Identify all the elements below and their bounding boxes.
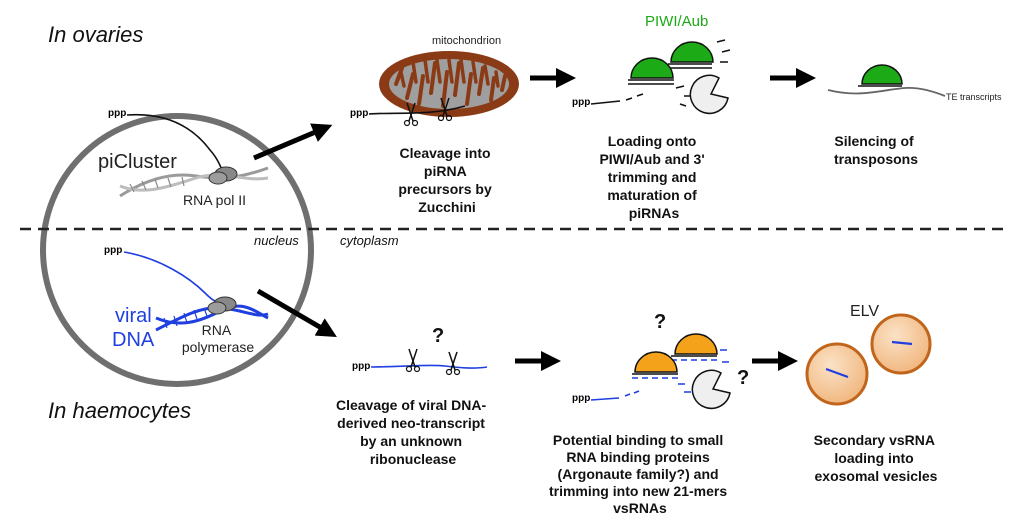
caption-line: Potential binding to small [553,432,723,448]
ppp-label-loading: ppp [572,97,590,108]
vsrna-cargo [891,340,913,346]
caption-line: Silencing of [834,133,914,149]
arrow-to-cleavage-bottom [256,288,337,338]
exonuclease-pacman-icon [691,369,731,410]
caption-viral-cleavage: Cleavage of viral DNA- derived neo-trans… [336,397,490,467]
caption-line: loading into [834,450,913,466]
caption-line: exosomal vesicles [815,468,938,484]
rna-polymerase-label: RNA polymerase [182,322,255,355]
caption-line: Secondary vsRNA [814,432,935,448]
cytoplasm-label: cytoplasm [340,233,399,248]
nucleus-label: nucleus [254,233,299,248]
piwi-aub-protein-icon [630,57,674,79]
nucleus-membrane [40,113,314,387]
caption-line: precursors by [398,181,492,197]
viral-label: viral [115,305,152,327]
viral-neo-transcript [370,364,488,369]
rna-pol-ii-label: RNA pol II [183,192,246,208]
vsrna-cargo [825,367,849,379]
scissors-icon [405,348,421,373]
ppp-label-picluster: ppp [108,108,126,119]
unknown-ribonuclease-question-mark: ? [432,325,444,347]
arrow-to-cleavage-top [253,123,333,161]
ppp-label-viral: ppp [104,245,122,256]
caption-line: piRNA [424,163,467,179]
picluster-label: piCluster [98,151,177,173]
piwi-aub-protein-icon [861,64,903,85]
caption-cleavage-zucchini: Cleavage into piRNA precursors by Zucchi… [398,145,495,215]
caption-line: Cleavage into [400,145,491,161]
caption-line: (Argonaute family?) and [558,466,719,482]
exonuclease-pacman-icon [689,74,729,115]
caption-line: piRNAs [629,205,680,221]
caption-line: trimming into new 21-mers [549,483,727,499]
ppp-label-binding: ppp [572,393,590,404]
small-rna-binding-protein-icon [634,351,678,373]
rna-pol-ii-subunit-icon [208,171,228,185]
remaining-fragment [590,100,621,105]
rna-polymerase-subunit-icon [207,301,227,315]
caption-line: vsRNAs [613,500,667,516]
caption-line: Cleavage of viral DNA- [336,397,486,413]
caption-line: Loading onto [608,133,697,149]
rna-polymerase-line: polymerase [182,339,255,355]
caption-line: transposons [834,151,918,167]
caption-line: ribonuclease [370,451,457,467]
mitochondrion-icon [379,51,519,117]
caption-line: PIWI/Aub and 3' [599,151,704,167]
remaining-viral-fragment [590,397,620,401]
exonuclease-question-mark: ? [737,367,749,389]
caption-secondary-loading: Secondary vsRNA loading into exosomal ve… [814,432,939,484]
pirna-precursor-transcript [368,105,466,115]
argonaute-question-mark: ? [654,311,666,333]
piwi-aub-label: PIWI/Aub [645,13,708,30]
elv-label: ELV [850,303,879,320]
caption-binding-trimming: Potential binding to small RNA binding p… [549,432,731,516]
caption-loading-piwi: Loading onto PIWI/Aub and 3' trimming an… [599,133,708,221]
caption-line: derived neo-transcript [337,415,485,431]
section-label-ovaries: In ovaries [48,22,143,47]
scissors-icon [445,351,461,376]
caption-line: RNA binding proteins [566,449,710,465]
caption-line: trimming and [608,169,697,185]
piwi-aub-protein-icon [670,41,714,63]
ppp-label-viral-cleavage: ppp [352,361,370,372]
scissors-icon [403,102,419,127]
caption-line: maturation of [607,187,697,203]
caption-silencing: Silencing of transposons [834,133,918,167]
ppp-label-precursor: ppp [350,108,368,119]
section-label-haemocytes: In haemocytes [48,398,191,423]
caption-line: Zucchini [418,199,476,215]
te-transcripts-label: TE transcripts [946,92,1002,102]
viral-transcript [123,251,226,305]
scissors-icon [437,97,453,122]
te-transcript-strand [827,86,946,97]
dna-label: DNA [112,329,155,351]
mitochondrion-label: mitochondrion [432,35,501,47]
rna-polymerase-line: RNA [202,322,232,338]
small-rna-binding-protein-icon [674,333,718,355]
caption-line: by an unknown [360,433,462,449]
dna-helix-top [119,166,269,198]
